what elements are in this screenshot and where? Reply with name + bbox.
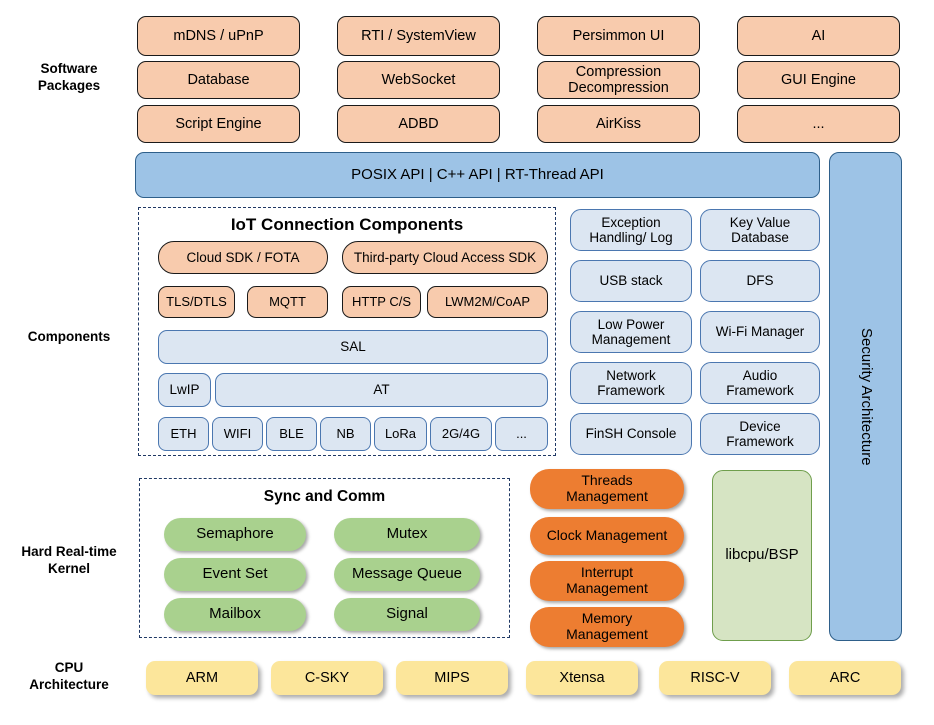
sync-and-comm-title: Sync and Comm [263,488,386,505]
row-label-components: Components [27,328,111,344]
package-mdns-upnp[interactable]: mDNS / uPnP [137,16,300,56]
iot-cloud-sdk-fota[interactable]: Cloud SDK / FOTA [158,241,328,274]
cpu-arc[interactable]: ARC [789,661,901,695]
kernel-mailbox[interactable]: Mailbox [164,598,306,631]
kernel-signal[interactable]: Signal [334,598,480,631]
sync-and-comm-group [139,478,510,638]
component-audio-framework[interactable]: Audio Framework [700,362,820,404]
kernel-memory-management[interactable]: Memory Management [530,607,684,647]
package-adbd[interactable]: ADBD [337,105,500,143]
kernel-semaphore[interactable]: Semaphore [164,518,306,551]
iot-nb[interactable]: NB [320,417,371,451]
cpu-c-sky[interactable]: C-SKY [271,661,383,695]
iot-third-party-cloud-access-sdk[interactable]: Third-party Cloud Access SDK [342,241,548,274]
iot-ble[interactable]: BLE [266,417,317,451]
package-persimmon-ui[interactable]: Persimmon UI [537,16,700,56]
kernel-mutex[interactable]: Mutex [334,518,480,551]
package-rti-systemview[interactable]: RTI / SystemView [337,16,500,56]
row-label-software-packages: Software Packages [37,61,101,93]
component-network-framework[interactable]: Network Framework [570,362,692,404]
iot-http-cs[interactable]: HTTP C/S [342,286,421,318]
cpu-risc-v[interactable]: RISC-V [659,661,771,695]
component-key-value-database[interactable]: Key Value Database [700,209,820,251]
component-exception-handling-log[interactable]: Exception Handling/ Log [570,209,692,251]
iot-lora[interactable]: LoRa [374,417,427,451]
component-wifi-manager[interactable]: Wi-Fi Manager [700,311,820,353]
kernel-threads-management[interactable]: Threads Management [530,469,684,509]
kernel-event-set[interactable]: Event Set [164,558,306,591]
iot-mqtt[interactable]: MQTT [247,286,328,318]
iot-at[interactable]: AT [215,373,548,407]
component-device-framework[interactable]: Device Framework [700,413,820,455]
package-compression-decompression[interactable]: Compression Decompression [537,61,700,99]
package-more[interactable]: ... [737,105,900,143]
row-label-cpu: CPU Architecture [29,660,109,692]
package-database[interactable]: Database [137,61,300,99]
security-architecture-label: Security Architecture [857,327,875,466]
kernel-clock-management[interactable]: Clock Management [530,517,684,555]
component-dfs[interactable]: DFS [700,260,820,302]
iot-2g-4g[interactable]: 2G/4G [430,417,492,451]
component-finsh-console[interactable]: FinSH Console [570,413,692,455]
iot-eth[interactable]: ETH [158,417,209,451]
component-low-power-management[interactable]: Low Power Management [570,311,692,353]
iot-sal[interactable]: SAL [158,330,548,364]
iot-connection-components-group [138,207,556,456]
package-script-engine[interactable]: Script Engine [137,105,300,143]
api-bar: POSIX API | C++ API | RT-Thread API [135,152,820,198]
cpu-mips[interactable]: MIPS [396,661,508,695]
package-websocket[interactable]: WebSocket [337,61,500,99]
kernel-interrupt-management[interactable]: Interrupt Management [530,561,684,601]
iot-wifi[interactable]: WIFI [212,417,263,451]
package-ai[interactable]: AI [737,16,900,56]
row-label-kernel: Hard Real-time Kernel [21,544,117,576]
iot-lwm2m-coap[interactable]: LWM2M/CoAP [427,286,548,318]
package-airkiss[interactable]: AirKiss [537,105,700,143]
iot-more[interactable]: ... [495,417,548,451]
libcpu-bsp[interactable]: libcpu/BSP [712,470,812,641]
package-gui-engine[interactable]: GUI Engine [737,61,900,99]
iot-lwip[interactable]: LwIP [158,373,211,407]
component-usb-stack[interactable]: USB stack [570,260,692,302]
cpu-arm[interactable]: ARM [146,661,258,695]
iot-connection-components-title: IoT Connection Components [230,215,464,234]
security-architecture-bar: Security Architecture [829,152,902,641]
iot-tls-dtls[interactable]: TLS/DTLS [158,286,235,318]
cpu-xtensa[interactable]: Xtensa [526,661,638,695]
kernel-message-queue[interactable]: Message Queue [334,558,480,591]
